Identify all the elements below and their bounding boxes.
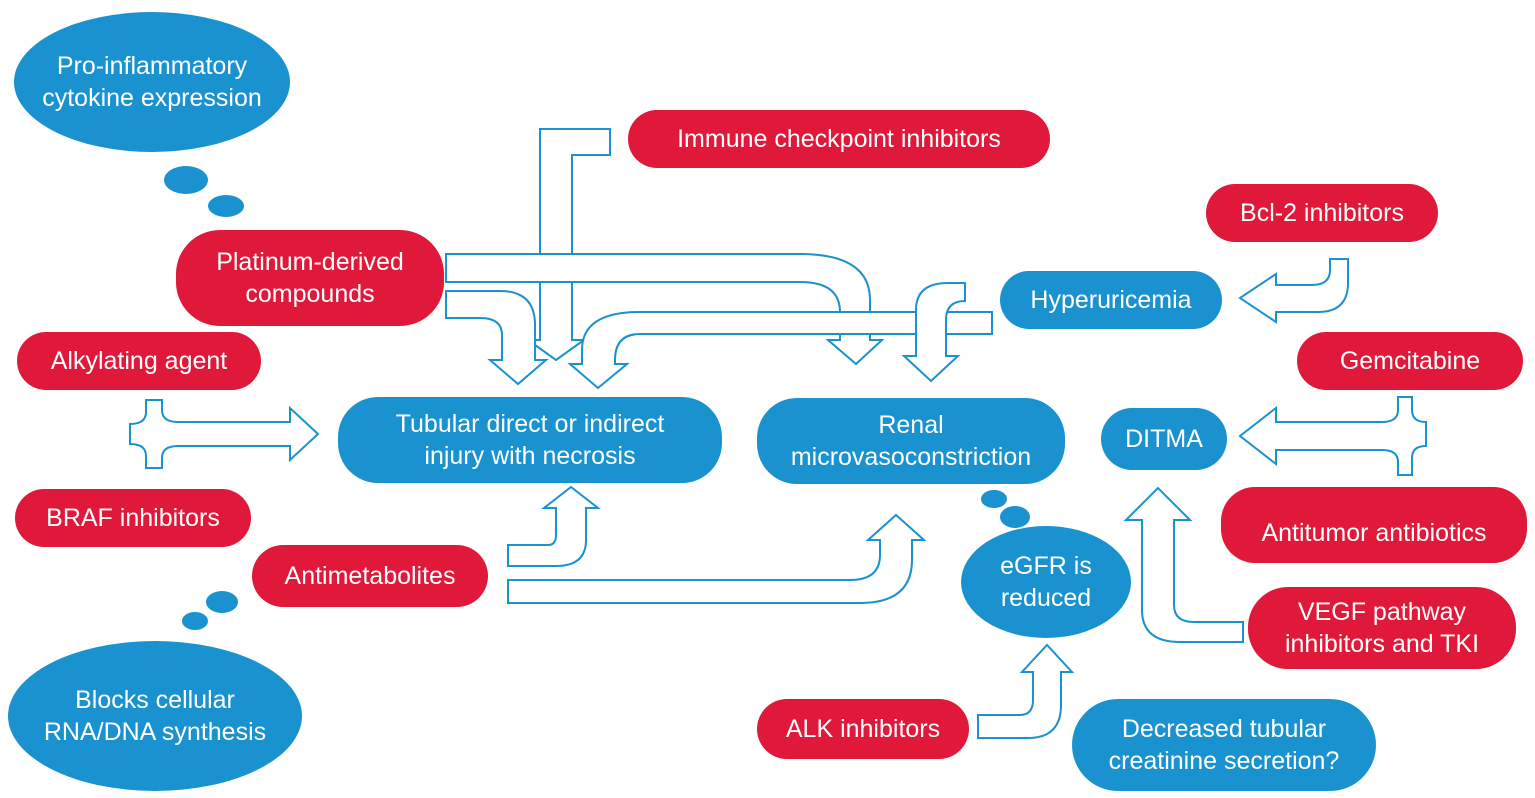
node-tubular-injury-line2: injury with necrosis xyxy=(424,442,636,470)
node-antitumor-antibiotics-label: Antitumor antibiotics xyxy=(1261,518,1487,547)
node-bcl2-inhibitors-label: Bcl-2 inhibitors xyxy=(1240,198,1404,227)
node-alk-inhibitors: ALK inhibitors xyxy=(757,699,969,759)
node-renal-microvasoconstriction-line2: microvasoconstriction xyxy=(790,443,1032,471)
node-proinflammatory-cytokine-line2: cytokine expression xyxy=(42,84,262,112)
node-egfr-reduced: eGFR is reduced xyxy=(961,526,1131,638)
node-hyperuricemia: Hyperuricemia xyxy=(1000,271,1222,329)
node-braf-inhibitors: BRAF inhibitors xyxy=(15,489,251,547)
arrow-immune-to-tubular xyxy=(524,128,611,362)
node-blocks-rna-dna: Blocks cellular RNA/DNA synthesis xyxy=(8,641,302,791)
node-blocks-rna-dna-line1: Blocks cellular xyxy=(75,685,235,714)
node-vegf-pathway-inhibitors-line2: inhibitors and TKI xyxy=(1284,630,1480,658)
arrow-gemcitabine-antitumor-to-ditma xyxy=(1238,396,1427,476)
thought-bubble-dot-2 xyxy=(208,195,244,217)
node-platinum-derived-compounds-line1: Platinum-derived xyxy=(216,247,404,276)
node-alkylating-agent: Alkylating agent xyxy=(17,332,261,390)
node-blocks-rna-dna-line2: RNA/DNA synthesis xyxy=(43,718,267,746)
arrow-vegf-to-ditma xyxy=(1123,486,1244,643)
node-tubular-injury: Tubular direct or indirect injury with n… xyxy=(338,397,722,483)
node-proinflammatory-cytokine: Pro-inflammatory cytokine expression xyxy=(14,12,290,152)
node-decreased-creatinine-secretion: Decreased tubular creatinine secretion? xyxy=(1072,699,1376,791)
node-ditma-label: DITMA xyxy=(1125,424,1203,453)
node-braf-inhibitors-label: BRAF inhibitors xyxy=(46,503,220,532)
arrow-antimetabolites-to-renal xyxy=(507,513,927,604)
node-decreased-creatinine-secretion-line1: Decreased tubular xyxy=(1121,714,1327,743)
node-gemcitabine-label: Gemcitabine xyxy=(1339,346,1481,375)
node-antimetabolites-label: Antimetabolites xyxy=(284,561,456,590)
arrow-alkylating-braf-to-tubular xyxy=(129,399,320,469)
node-hyperuricemia-label: Hyperuricemia xyxy=(1030,285,1192,314)
node-renal-microvasoconstriction: Renal microvasoconstriction xyxy=(757,398,1065,484)
arrow-antimetabolites-to-tubular xyxy=(507,485,601,567)
node-platinum-derived-compounds: Platinum-derived compounds xyxy=(176,230,444,326)
node-tubular-injury-line1: Tubular direct or indirect xyxy=(395,409,665,438)
node-immune-checkpoint-inhibitors: Immune checkpoint inhibitors xyxy=(628,110,1050,168)
node-vegf-pathway-inhibitors-line1: VEGF pathway xyxy=(1297,597,1467,626)
node-egfr-reduced-line1: eGFR is xyxy=(1000,551,1092,580)
node-antitumor-antibiotics: Antitumor antibiotics xyxy=(1221,487,1527,563)
thought-bubble-dot-1 xyxy=(164,166,208,194)
node-renal-microvasoconstriction-line1: Renal xyxy=(878,410,944,439)
arrow-hyperuricemia-to-tubular xyxy=(567,311,993,390)
node-bcl2-inhibitors: Bcl-2 inhibitors xyxy=(1206,184,1438,242)
arrow-platinum-to-renal xyxy=(445,253,885,366)
arrow-hyperuricemia-to-renal xyxy=(901,282,966,383)
thought-bubble-dot-6 xyxy=(1000,506,1030,528)
node-proinflammatory-cytokine-line1: Pro-inflammatory xyxy=(56,51,248,80)
node-alkylating-agent-label: Alkylating agent xyxy=(50,346,228,375)
thought-bubble-dot-4 xyxy=(182,612,208,630)
node-antimetabolites: Antimetabolites xyxy=(252,545,488,607)
node-platinum-derived-compounds-line2: compounds xyxy=(245,280,375,308)
arrow-platinum-to-tubular xyxy=(445,290,549,386)
node-gemcitabine: Gemcitabine xyxy=(1297,332,1523,390)
arrow-bcl2-to-hyperuricemia xyxy=(1238,258,1349,324)
thought-bubble-dot-5 xyxy=(981,490,1007,508)
arrow-alk-to-egfr xyxy=(977,643,1075,739)
node-ditma: DITMA xyxy=(1101,408,1227,470)
node-egfr-reduced-line2: reduced xyxy=(1000,584,1092,612)
node-vegf-pathway-inhibitors: VEGF pathway inhibitors and TKI xyxy=(1248,587,1516,669)
thought-bubble-dot-3 xyxy=(206,591,238,613)
node-alk-inhibitors-label: ALK inhibitors xyxy=(785,714,941,743)
node-decreased-creatinine-secretion-line2: creatinine secretion? xyxy=(1108,747,1340,775)
node-immune-checkpoint-inhibitors-label: Immune checkpoint inhibitors xyxy=(677,124,1001,153)
